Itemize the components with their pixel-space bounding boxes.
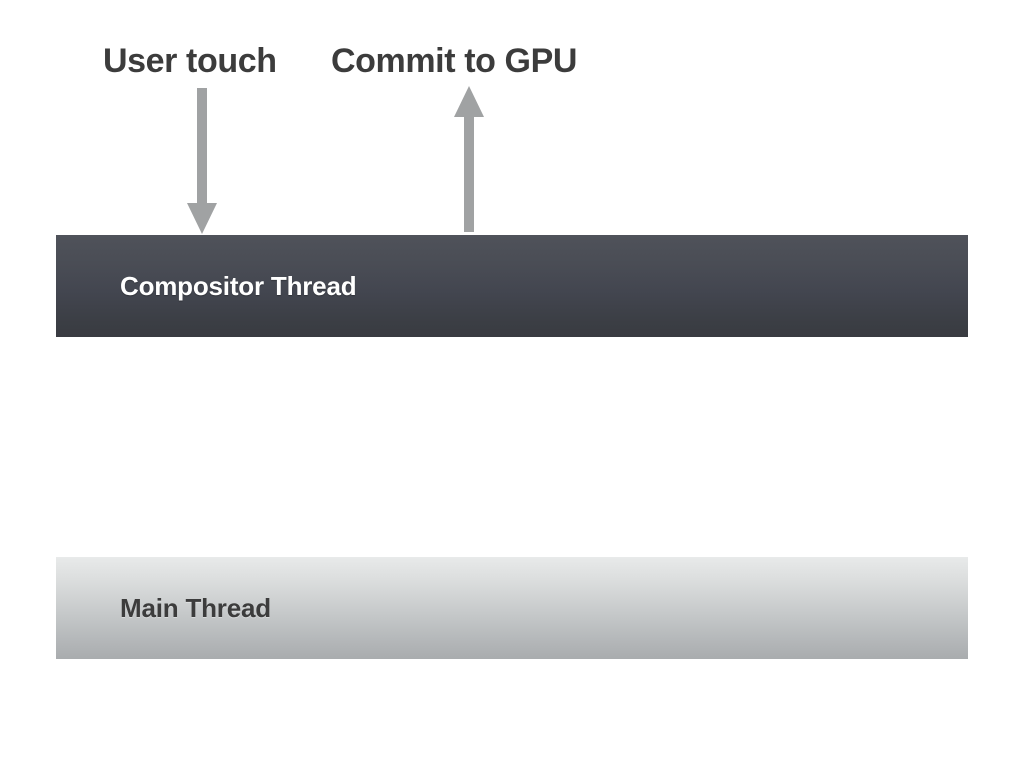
annotation-label-user-touch: User touch [103,42,277,80]
thread-bar-compositor-thread: Compositor Thread [56,235,968,337]
arrow-down-icon [187,88,217,234]
arrow-up-icon [454,86,484,232]
thread-bar-label-compositor-thread: Compositor Thread [120,270,357,301]
thread-bar-label-main-thread: Main Thread [120,592,271,623]
thread-bar-main-thread: Main Thread [56,557,968,659]
annotation-label-commit-to-gpu: Commit to GPU [331,42,578,80]
